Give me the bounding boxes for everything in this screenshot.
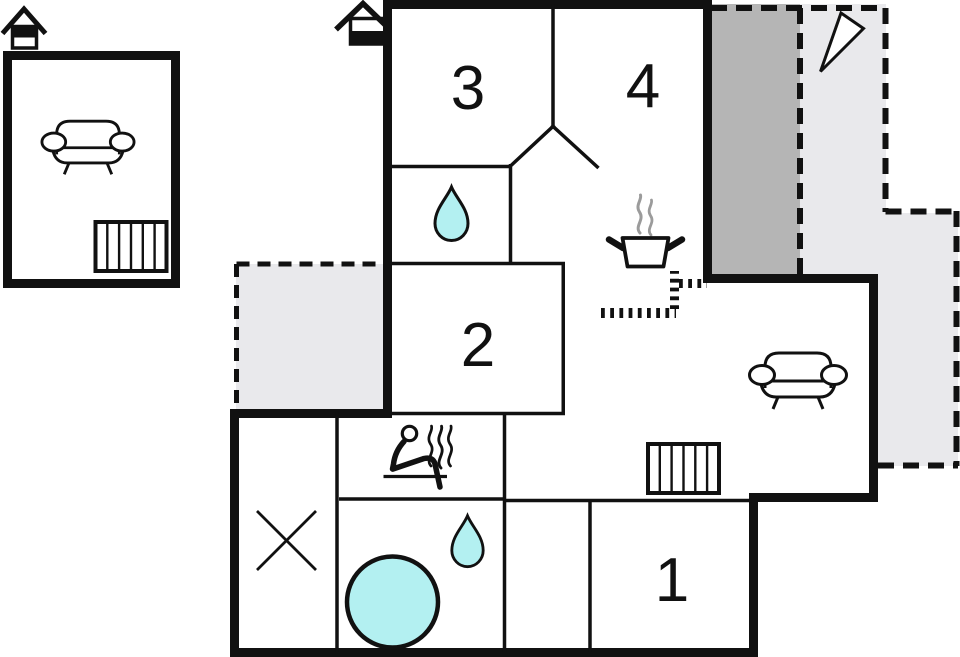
- sauna-icon: [383, 424, 454, 490]
- room-label-3: 3: [451, 54, 485, 123]
- terrace-left-area: [236, 264, 388, 412]
- water-drop-icon: [433, 185, 470, 242]
- outer-walls: [230, 0, 878, 657]
- cooking-pot-icon: [605, 193, 686, 269]
- house-icon: [334, 0, 392, 46]
- north-arrow-icon: [819, 10, 866, 73]
- terrace-dark-area: [707, 4, 800, 280]
- terrace-left-dashed-boundary: [234, 261, 388, 411]
- room-label-1: 1: [655, 546, 689, 615]
- water-drop-icon: [450, 514, 485, 569]
- step-dotted-line: [601, 271, 707, 318]
- radiator-icon: [646, 442, 721, 495]
- hot-tub-icon: [344, 554, 441, 650]
- house-icon: [0, 5, 48, 50]
- radiator-icon: [93, 220, 169, 273]
- terrace-right-dashed-boundary: [711, 5, 960, 469]
- terrace-light-area: [800, 4, 958, 466]
- sofa-icon: [748, 351, 848, 411]
- room-label-2: 2: [461, 311, 495, 380]
- annex-building: [3, 51, 180, 288]
- room-label-4: 4: [626, 52, 660, 121]
- stairs-cross-icon: [256, 510, 317, 571]
- interior-walls: [335, 4, 752, 652]
